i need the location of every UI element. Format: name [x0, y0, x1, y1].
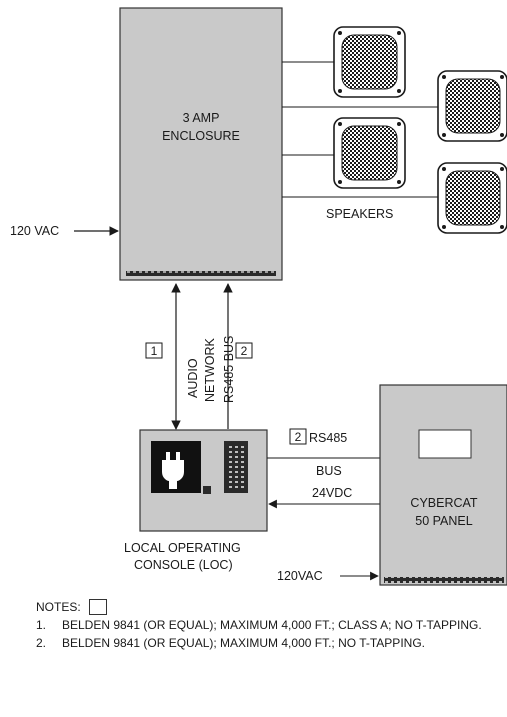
speaker [333, 26, 406, 98]
amp-enclosure-label-line2: ENCLOSURE [162, 129, 240, 143]
rs485-vertical-note-ref: 2 [241, 344, 248, 358]
dc-label: 24VDC [312, 486, 352, 500]
note-number: 2. [36, 636, 47, 650]
panel-power-label: 120VAC [277, 569, 323, 583]
speaker-wiring [282, 61, 438, 198]
notes-checkbox [88, 599, 107, 615]
speakers-label: SPEAKERS [326, 207, 393, 221]
speaker [437, 162, 507, 234]
speaker [333, 117, 406, 189]
local-operating-console [139, 429, 268, 532]
note-text: BELDEN 9841 (OR EQUAL); MAXIMUM 4,000 FT… [62, 618, 482, 632]
notes-header: NOTES: [36, 598, 506, 616]
plug-icon [162, 452, 184, 489]
panel-label-line1: CYBERCAT [410, 496, 478, 510]
amp-enclosure-label-line1: 3 AMP [183, 111, 220, 125]
audio-network-note-ref: 1 [151, 344, 158, 358]
note-ref-box [145, 342, 163, 359]
amp-power-label: 120 VAC [10, 224, 59, 238]
note-ref-box [235, 342, 253, 359]
loc-label-line2: CONSOLE (LOC) [134, 558, 233, 572]
cybercat-panel: CYBERCAT 50 PANEL [379, 384, 507, 586]
rs485-vertical-label: RS485 BUS [222, 336, 236, 403]
amp-enclosure: 3 AMP ENCLOSURE [119, 7, 283, 281]
audio-network-label-line1: AUDIO [186, 358, 200, 398]
note-number: 1. [36, 618, 47, 632]
notes-section: NOTES: 1. BELDEN 9841 (OR EQUAL); MAXIMU… [36, 598, 506, 652]
note-ref-box [289, 428, 307, 445]
note-item: 2. BELDEN 9841 (OR EQUAL); MAXIMUM 4,000… [36, 634, 506, 652]
loc-label-line1: LOCAL OPERATING [124, 541, 241, 555]
note-item: 1. BELDEN 9841 (OR EQUAL); MAXIMUM 4,000… [36, 616, 506, 634]
notes-title: NOTES: [36, 600, 81, 614]
rs485-horizontal-note-ref: 2 [295, 430, 302, 444]
note-text: BELDEN 9841 (OR EQUAL); MAXIMUM 4,000 FT… [62, 636, 425, 650]
rs485-horizontal-label-line2: BUS [316, 464, 342, 478]
audio-network-label-line2: NETWORK [203, 337, 217, 402]
panel-label-line2: 50 PANEL [415, 514, 472, 528]
speaker [437, 70, 507, 142]
rs485-horizontal-label-line1: RS485 [309, 431, 347, 445]
